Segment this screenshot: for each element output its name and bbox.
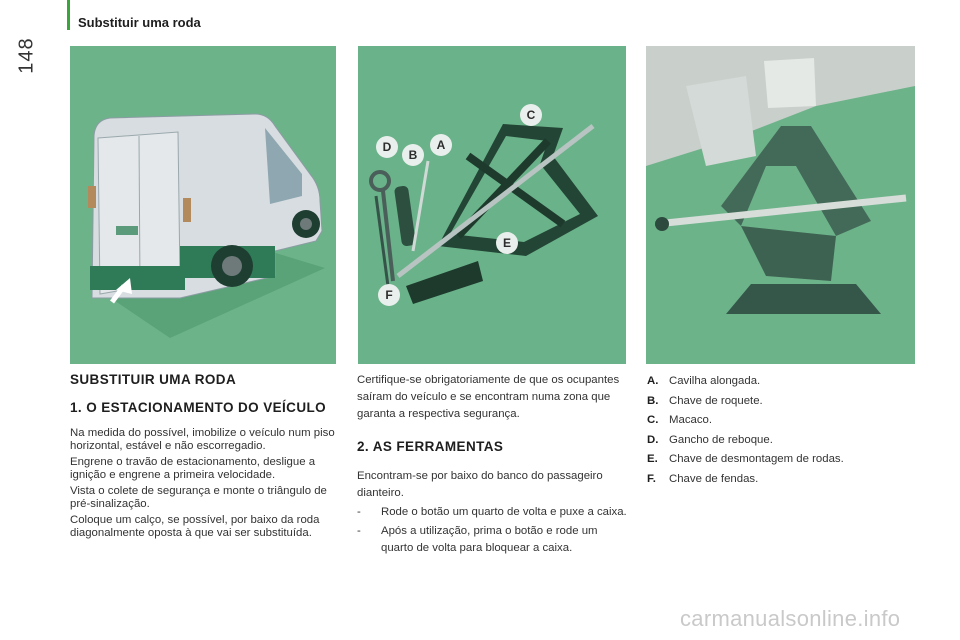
van-plate (116, 226, 138, 235)
van-tail-light-left (88, 186, 96, 208)
label-e-icon: E (496, 232, 518, 254)
jack-illustration (646, 46, 915, 364)
extension-bolt (411, 160, 430, 252)
left-column: SUBSTITUIR UMA RODA 1. O ESTACIONAMENTO … (70, 372, 340, 543)
van-rear-bumper (90, 266, 185, 290)
paragraph: Engrene o travão de estacionamento, desl… (70, 456, 316, 481)
paragraph: Vista o colete de segurança e monte o tr… (70, 485, 327, 510)
label-b-icon: B (402, 144, 424, 166)
screwdriver (374, 195, 390, 287)
legend-item: F.Chave de fendas. (647, 472, 759, 485)
van-door-split (138, 135, 141, 289)
tools-location: Encontram-se por baixo do banco do passa… (357, 470, 603, 499)
van-windshield (265, 128, 302, 204)
paragraph: Na medida do possível, imobilize o veícu… (70, 427, 335, 452)
tools-title: 2. AS FERRAMENTAS (357, 439, 504, 454)
header-title: Substituir uma roda (78, 15, 201, 30)
legend-item: E.Chave de desmontagem de rodas. (647, 453, 844, 465)
ratchet-wrench (394, 185, 416, 247)
legend-list: A.Cavilha alongada. B.Chave de roquete. … (647, 372, 927, 489)
section-title: SUBSTITUIR UMA RODA (70, 372, 237, 387)
label-f-icon: F (378, 284, 400, 306)
header-accent-bar (67, 0, 70, 30)
label-c-icon: C (520, 104, 542, 126)
label-d-icon: D (376, 136, 398, 158)
van-tail-light-right (183, 198, 191, 222)
jack-screw (396, 124, 595, 278)
paragraph: Coloque um calço, se possível, por baixo… (70, 514, 320, 539)
legend-item: A.Cavilha alongada. (647, 375, 761, 387)
list-item: -Rode o botão um quarto de volta e puxe … (357, 506, 627, 518)
legend-item: D.Gancho de reboque. (647, 433, 773, 446)
legend-item: B.Chave de roquete. (647, 394, 763, 407)
tools-illustration: D B A C E F (358, 46, 626, 364)
safety-paragraph: Certifique-se obrigatoriamente de que os… (357, 374, 620, 420)
tow-hook (369, 170, 391, 192)
page-number: 148 (15, 37, 38, 74)
middle-column: Certifique-se obrigatoriamente de que os… (357, 372, 632, 557)
legend-item: C.Macaco. (647, 414, 713, 426)
list-item: -Após a utilização, prima o botão e rode… (357, 525, 598, 554)
jack-foot (726, 284, 881, 314)
subsection-title: 1. O ESTACIONAMENTO DO VEÍCULO (70, 400, 327, 415)
jack-crank (655, 194, 907, 228)
van-illustration (70, 46, 336, 364)
watermark: carmanualsonline.info (680, 606, 901, 631)
label-a-icon: A (430, 134, 452, 156)
